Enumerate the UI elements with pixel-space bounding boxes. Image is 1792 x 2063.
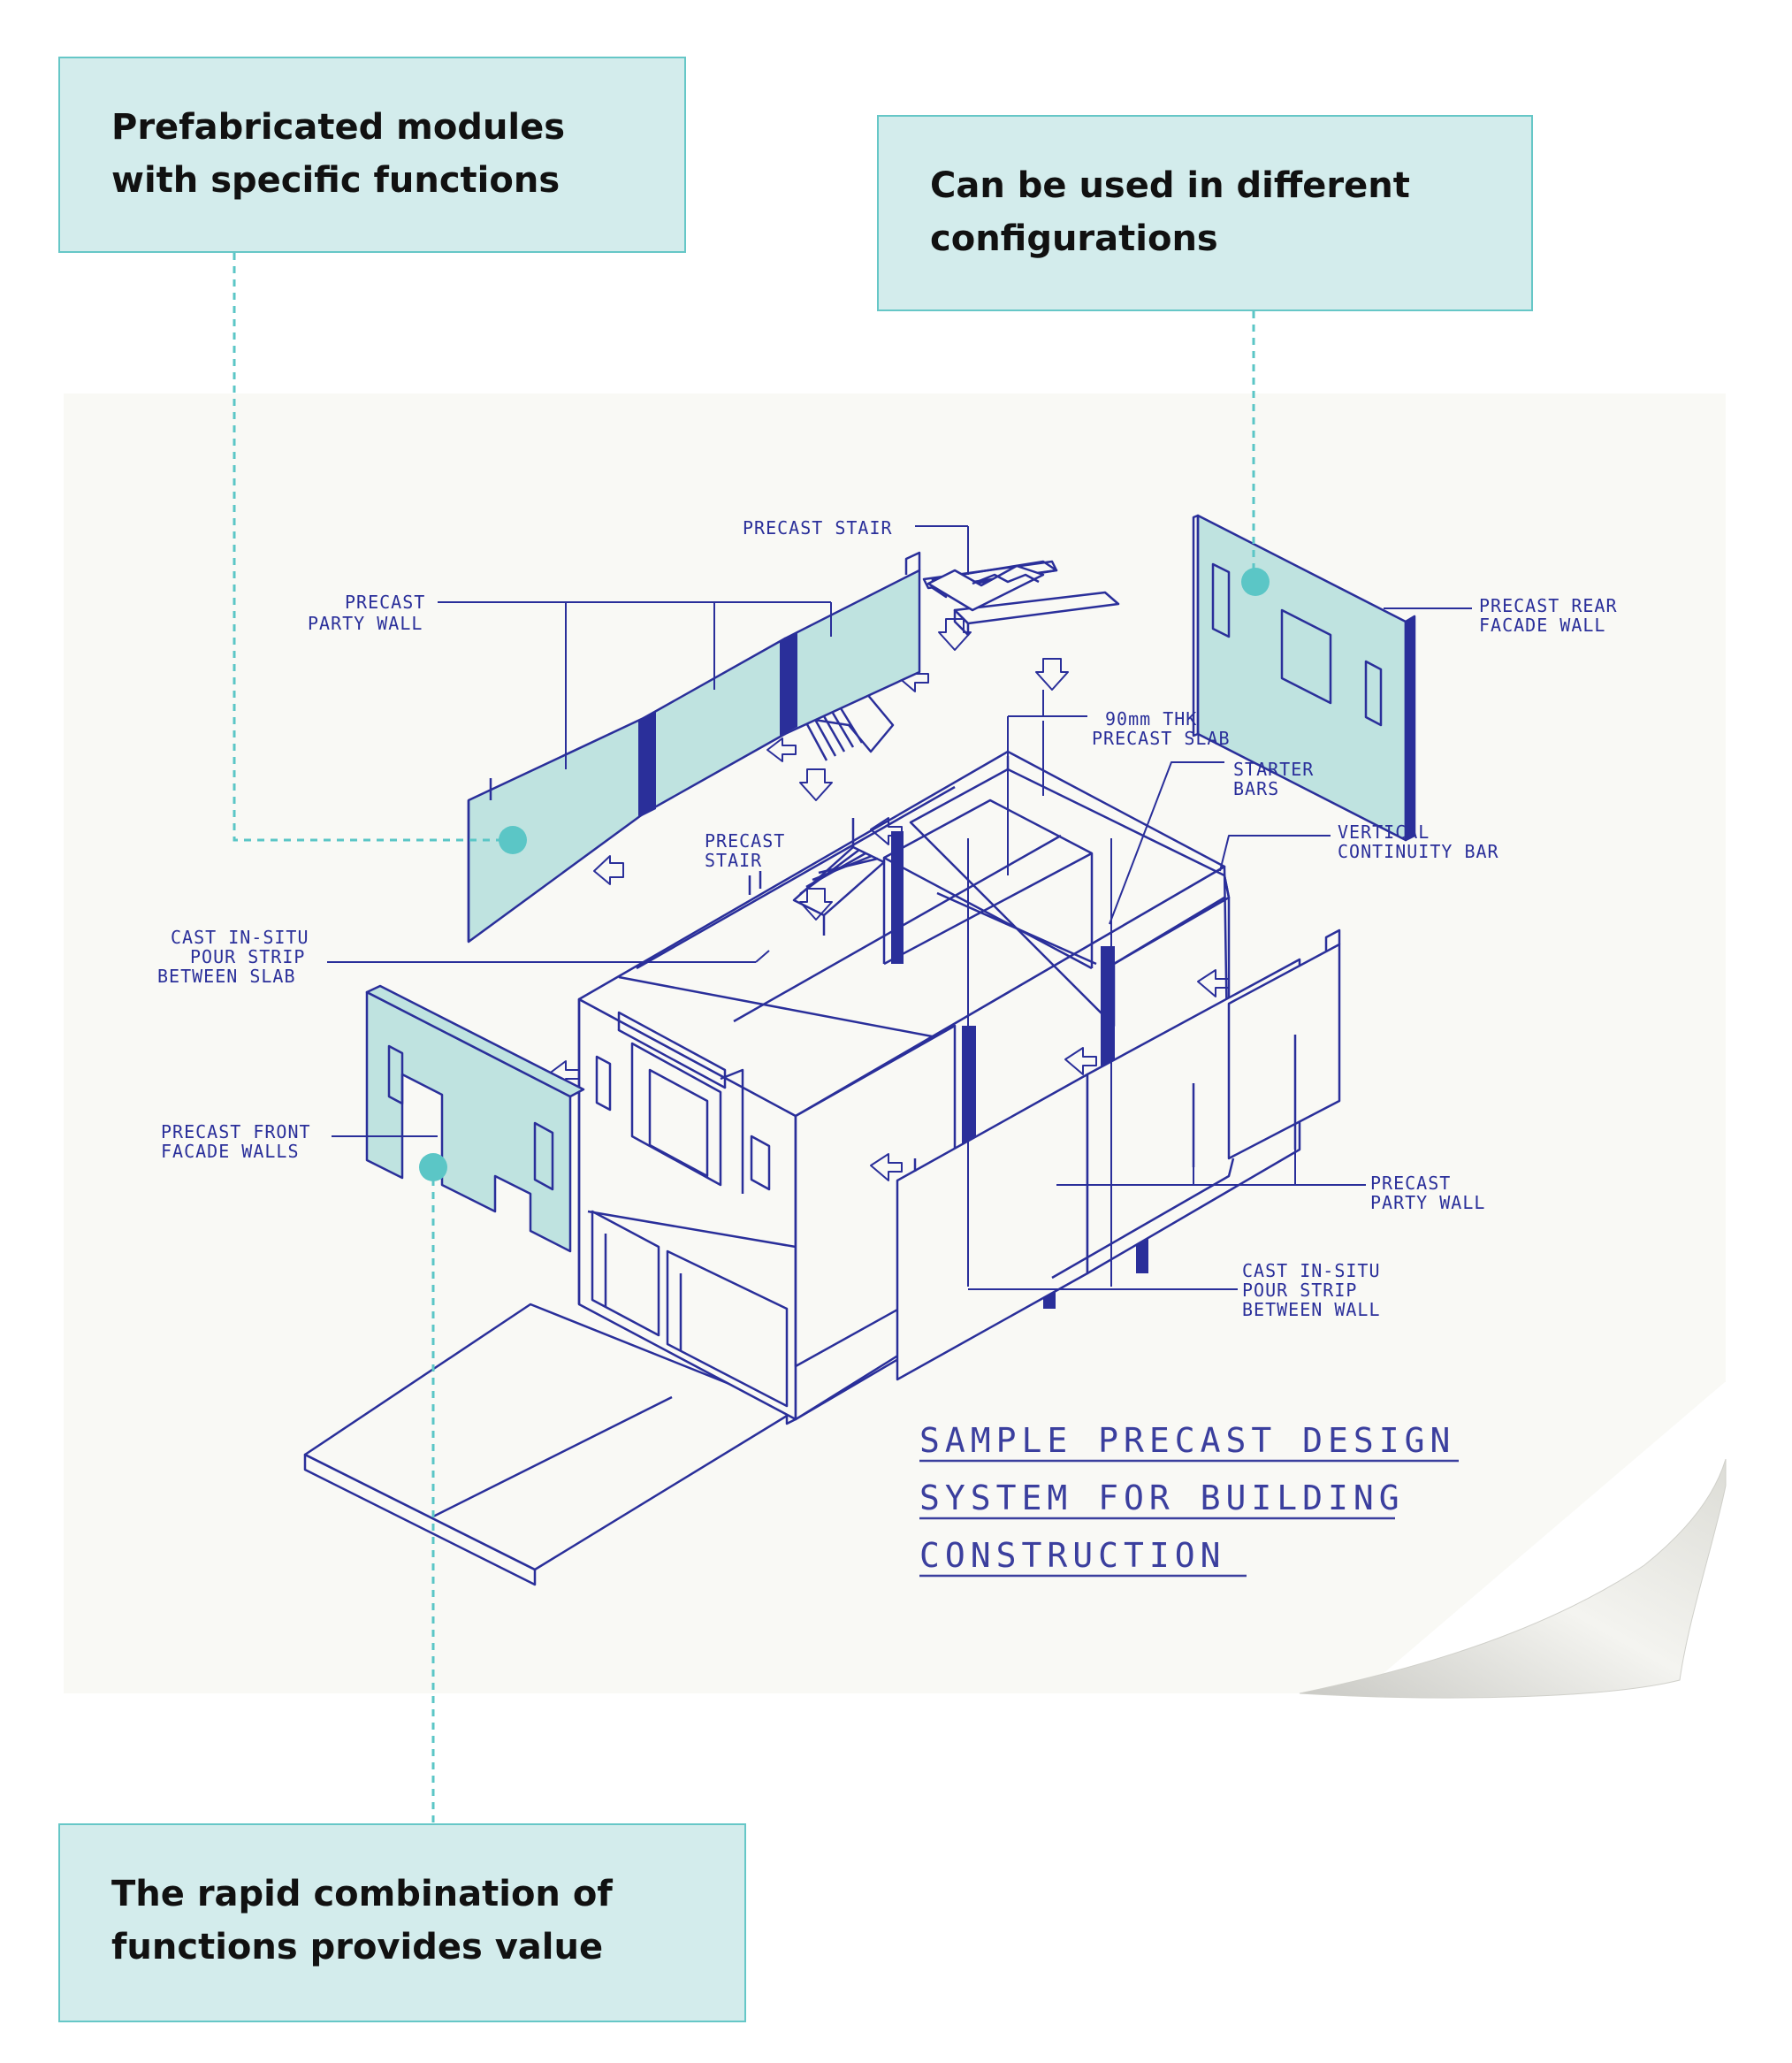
label-starter-bars: BARS: [1233, 778, 1279, 799]
callout-line: Can be used in different: [930, 165, 1410, 206]
label-precast-stair: PRECAST STAIR: [743, 517, 893, 539]
callout-line: functions provides value: [111, 1927, 604, 1967]
rear-facade-wall: [1192, 514, 1416, 842]
label-pour-slab: POUR STRIP: [190, 946, 305, 967]
dashed-connectors: [233, 253, 1255, 1823]
label-party-wall-left: PRECAST: [345, 592, 425, 613]
callout-configurations: Can be used in different configurations: [877, 115, 1533, 311]
label-rear-facade: PRECAST REAR: [1479, 595, 1618, 616]
front-facade-wall: [365, 984, 585, 1253]
label-party-wall-right: PRECAST: [1370, 1173, 1451, 1194]
label-slab: 90mm THK: [1105, 708, 1197, 730]
label-front-facade: FACADE WALLS: [161, 1141, 300, 1162]
label-party-wall-left: PARTY WALL: [308, 613, 423, 634]
dot-party-wall: [499, 826, 527, 854]
exploded-party-wall: [467, 551, 921, 944]
page-curl: [1299, 1459, 1727, 1699]
label-pour-wall: POUR STRIP: [1242, 1280, 1357, 1301]
callout-dots: [419, 568, 1270, 1181]
label-party-wall-right: PARTY WALL: [1370, 1192, 1485, 1213]
label-stair-mid: PRECAST: [705, 830, 785, 852]
label-pour-slab: BETWEEN SLAB: [157, 966, 296, 987]
caption-line: SAMPLE PRECAST DESIGN: [919, 1421, 1455, 1460]
label-rear-facade: FACADE WALL: [1479, 615, 1605, 636]
label-vertical-bar: CONTINUITY BAR: [1338, 841, 1499, 862]
callout-line: with specific functions: [111, 160, 560, 201]
precast-stair-piece: [922, 560, 1120, 637]
label-vertical-bar: VERTICAL: [1338, 821, 1430, 843]
label-pour-slab: CAST IN-SITU: [171, 927, 309, 948]
caption-line: CONSTRUCTION: [919, 1536, 1226, 1575]
label-pour-wall: BETWEEN WALL: [1242, 1299, 1381, 1320]
dot-rear-facade: [1241, 568, 1270, 596]
caption: SAMPLE PRECAST DESIGN SYSTEM FOR BUILDIN…: [919, 1421, 1459, 1578]
callout-line: Prefabricated modules: [111, 107, 566, 148]
drawing-labels: PRECAST STAIR PRECAST PARTY WALL PRECAST…: [157, 517, 1618, 1320]
label-stair-mid: STAIR: [705, 850, 762, 871]
caption-line: SYSTEM FOR BUILDING: [919, 1478, 1405, 1517]
label-slab: PRECAST SLAB: [1092, 728, 1231, 749]
label-starter-bars: STARTER: [1233, 759, 1314, 780]
stair-mid: [748, 818, 886, 936]
label-pour-wall: CAST IN-SITU: [1242, 1260, 1381, 1281]
callout-rapid-combination: The rapid combination of functions provi…: [58, 1823, 746, 2022]
leader-lines: [327, 525, 1472, 1290]
callout-prefabricated-modules: Prefabricated modules with specific func…: [58, 57, 686, 253]
callout-line: configurations: [930, 218, 1218, 259]
callout-line: The rapid combination of: [111, 1874, 613, 1914]
dot-front-facade: [419, 1153, 447, 1181]
label-front-facade: PRECAST FRONT: [161, 1121, 311, 1142]
